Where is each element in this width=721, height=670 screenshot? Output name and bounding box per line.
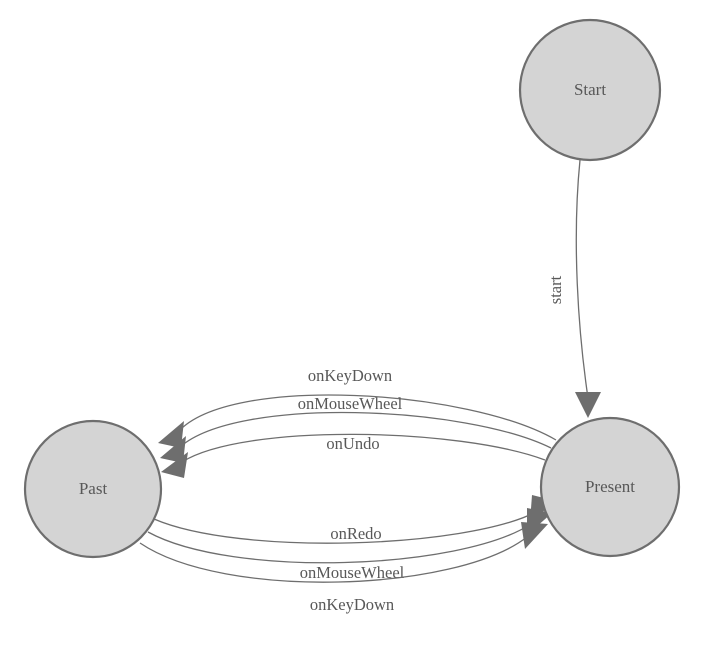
edge-past-to-present-onredo-path — [153, 511, 537, 544]
node-start-circle — [518, 18, 662, 162]
edge-present-to-past-onkeydown-path — [177, 394, 557, 441]
edge-label-past-to-present-onkeydown: onKeyDown — [310, 595, 394, 614]
node-present[interactable]: Present — [539, 416, 681, 558]
edge-past-to-present-onkeydown-path — [139, 536, 528, 583]
edge-present-to-past-onundo[interactable]: onUndo — [161, 433, 546, 478]
edge-present-to-past-onkeydown[interactable]: onKeyDown — [158, 366, 557, 448]
edge-past-to-present-onkeydown[interactable]: onKeyDown — [139, 522, 548, 614]
node-present-circle — [539, 416, 681, 558]
node-past-label: Past — [79, 479, 108, 498]
edge-present-to-past-onmousewheel-path — [179, 411, 552, 449]
node-present-label: Present — [585, 477, 635, 496]
edge-present-to-past-onmousewheel-arrowhead — [160, 436, 186, 463]
edge-start-to-present[interactable]: start — [546, 159, 601, 418]
edge-label-present-to-past-onkeydown: onKeyDown — [308, 366, 392, 385]
node-start[interactable]: Start — [518, 18, 662, 162]
edge-past-to-present-onmousewheel-path — [147, 523, 532, 564]
edge-label-present-to-past-onundo: onUndo — [326, 434, 379, 453]
node-past-circle — [23, 419, 163, 559]
edge-label-present-to-past-onmousewheel: onMouseWheel — [298, 394, 403, 413]
edge-past-to-present-onredo[interactable]: onRedo — [153, 495, 556, 544]
edge-label-past-to-present-onmousewheel: onMouseWheel — [300, 563, 405, 582]
node-start-label: Start — [574, 80, 606, 99]
edge-present-to-past-onundo-path — [181, 433, 546, 463]
edge-start-to-present-arrowhead — [575, 392, 601, 418]
edge-present-to-past-onmousewheel[interactable]: onMouseWheel — [160, 394, 552, 463]
edge-start-to-present-path — [575, 159, 589, 399]
node-past[interactable]: Past — [23, 419, 163, 559]
edge-present-to-past-onundo-arrowhead — [161, 452, 188, 478]
edge-present-to-past-onkeydown-arrowhead — [158, 421, 184, 448]
edge-label-start: start — [546, 275, 565, 304]
edge-label-past-to-present-onredo: onRedo — [330, 524, 381, 543]
edge-past-to-present-onkeydown-arrowhead — [521, 522, 548, 549]
